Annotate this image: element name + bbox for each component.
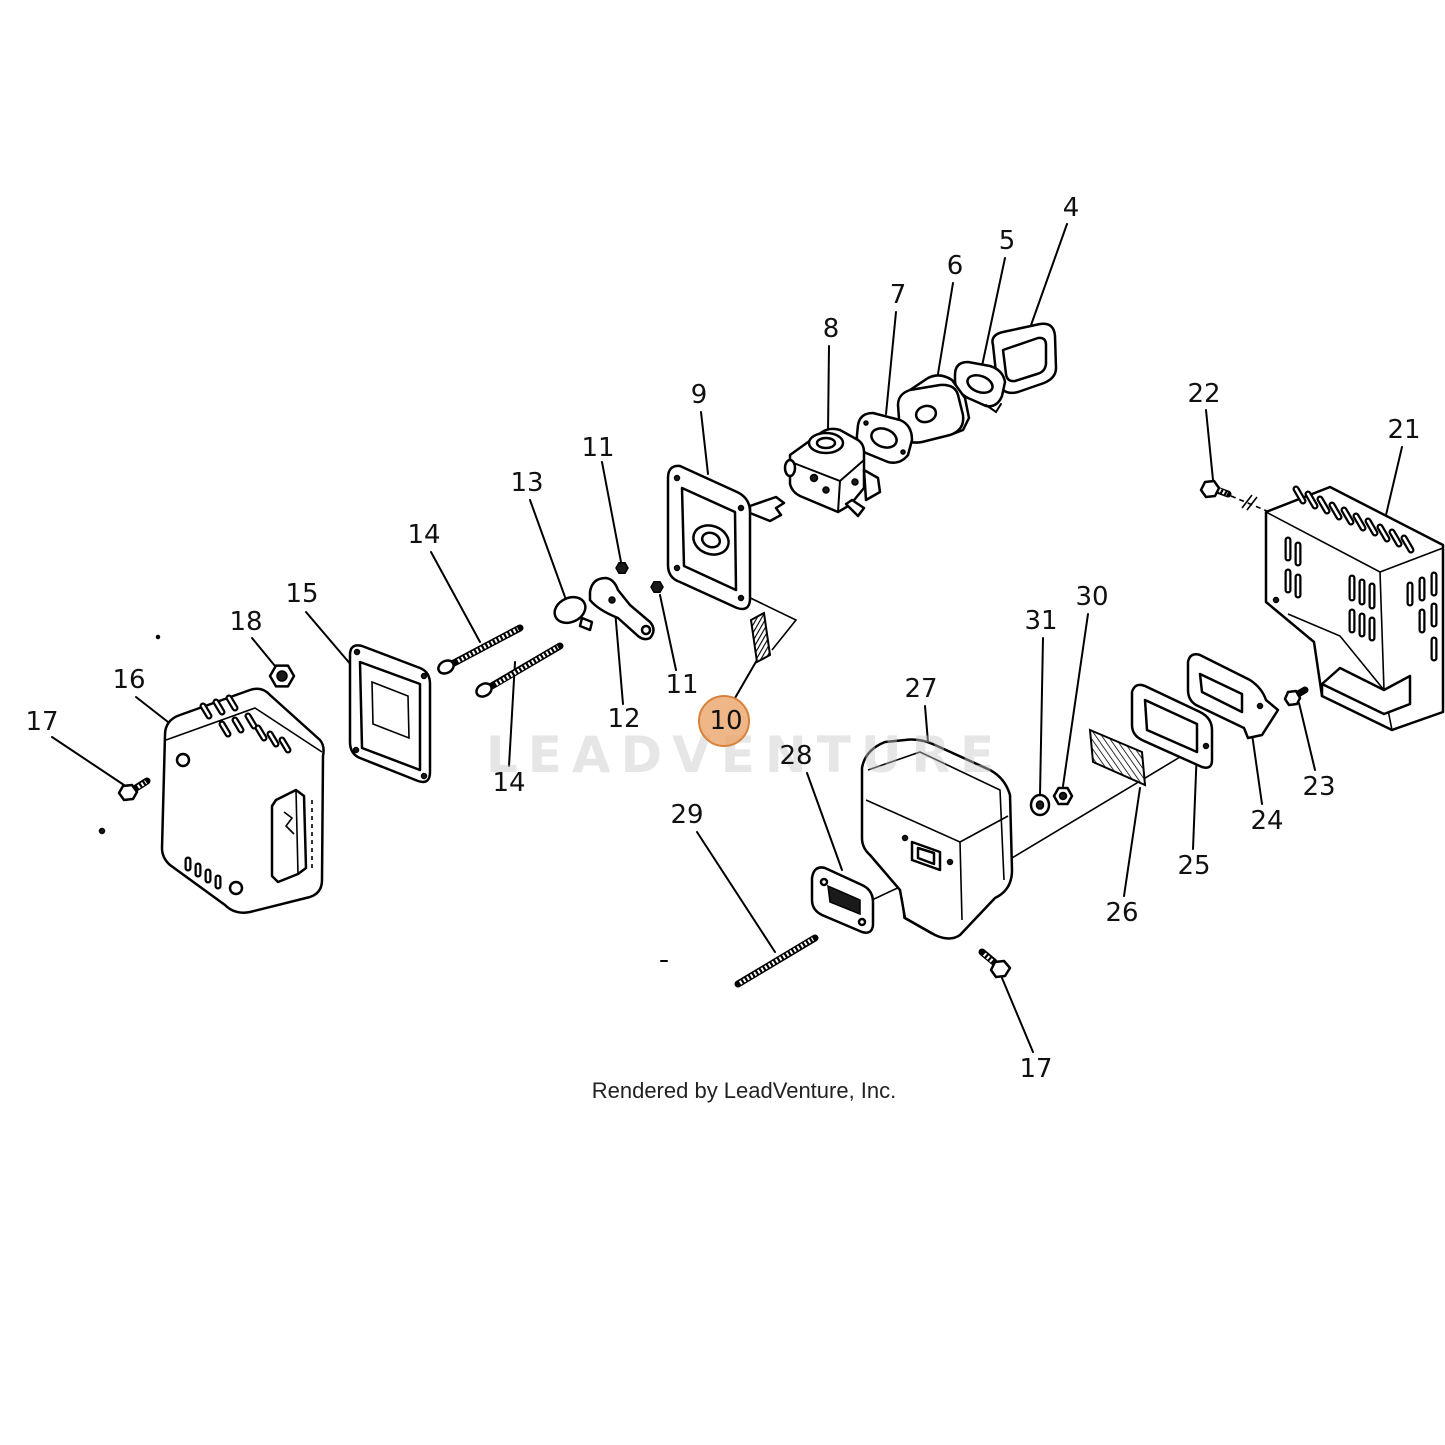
callout-24[interactable]: 24: [1250, 806, 1283, 836]
callout-22[interactable]: 22: [1187, 379, 1220, 409]
part-6-drawing: [896, 374, 971, 444]
part-14-top-drawing: [437, 624, 524, 675]
part-16-drawing: [160, 687, 325, 914]
part-21-drawing: [1264, 485, 1445, 732]
leader-line-27: [924, 705, 929, 743]
part-24-drawing: [1186, 653, 1280, 740]
part-25-drawing: [1130, 683, 1214, 769]
leader-line-29: [696, 831, 776, 953]
callout-31[interactable]: 31: [1024, 606, 1057, 636]
callout-4[interactable]: 4: [1063, 193, 1080, 223]
callout-14-top[interactable]: 14: [407, 520, 440, 550]
leader-line-8: [827, 345, 830, 433]
leader-line-17-left: [51, 736, 125, 786]
leader-line-17-bottom: [1001, 977, 1034, 1053]
callout-5[interactable]: 5: [999, 226, 1016, 256]
part-8-drawing: [783, 427, 882, 518]
part-14-lower-drawing: [475, 642, 564, 698]
leader-line-22: [1205, 409, 1214, 481]
leader-line-10: [734, 659, 758, 699]
part-4-drawing: [991, 322, 1058, 395]
part-21-side-vents: [1284, 536, 1438, 662]
leader-line-28: [806, 772, 843, 871]
stray-dot: [155, 634, 161, 640]
callout-25[interactable]: 25: [1177, 851, 1210, 881]
leader-line-7: [885, 311, 897, 415]
callout-10[interactable]: 10: [709, 706, 742, 736]
callout-21[interactable]: 21: [1387, 415, 1420, 445]
leader-line-31: [1039, 637, 1044, 796]
part-11-top-drawing: [615, 562, 629, 574]
leader-line-23: [1298, 702, 1316, 771]
part-15-drawing: [348, 644, 432, 784]
leader-line-9: [700, 411, 709, 475]
callout-28[interactable]: 28: [779, 741, 812, 771]
leader-line-14-lower: [508, 661, 516, 767]
leader-line-16: [135, 696, 169, 723]
callout-12[interactable]: 12: [607, 704, 640, 734]
callout-23[interactable]: 23: [1302, 772, 1335, 802]
part-31-drawing: [1029, 793, 1051, 817]
part-9-drawing: [666, 464, 786, 611]
leader-line-18: [251, 637, 276, 667]
leader-line-11-top: [601, 461, 622, 563]
part-22-drawing: [1199, 479, 1232, 499]
callout-27[interactable]: 27: [904, 674, 937, 704]
leader-line-14-top: [430, 551, 481, 643]
callout-17-left[interactable]: 17: [25, 707, 58, 737]
part-29-drawing: [734, 934, 819, 988]
stray-dot: [98, 827, 106, 835]
part-18-drawing: [268, 664, 296, 688]
render-credit: Rendered by LeadVenture, Inc.: [592, 1078, 897, 1103]
callout-11-lower[interactable]: 11: [665, 670, 698, 700]
part-16-top-vents: [199, 694, 292, 754]
callout-29[interactable]: 29: [670, 800, 703, 830]
part-17-left-drawing: [117, 777, 151, 802]
part-30-drawing: [1052, 786, 1074, 806]
callout-7[interactable]: 7: [890, 280, 907, 310]
part-11-lower-drawing: [650, 581, 664, 593]
part-13-drawing: [553, 595, 594, 632]
callout-11-top[interactable]: 11: [581, 433, 614, 463]
callout-17-bottom[interactable]: 17: [1019, 1054, 1052, 1084]
leader-line-5: [981, 257, 1006, 367]
callout-18[interactable]: 18: [229, 607, 262, 637]
callout-30[interactable]: 30: [1075, 582, 1108, 612]
part-12-drawing: [588, 576, 655, 641]
callout-9[interactable]: 9: [691, 380, 708, 410]
callouts: 4 5 6 7 8 9 11 13 14 15 18 16 17 11 12 1…: [25, 193, 1420, 1084]
part-27-drawing: [860, 738, 1014, 940]
callout-8[interactable]: 8: [823, 314, 840, 344]
leader-line-15: [305, 611, 353, 667]
leader-lines: [51, 223, 1403, 1053]
selected-callout-highlight: [699, 696, 749, 746]
leader-line-30: [1062, 613, 1089, 787]
leader-line-11-lower: [659, 594, 677, 671]
callout-14-lower[interactable]: 14: [492, 768, 525, 798]
selected-callout-highlight-ring: [698, 695, 750, 747]
callout-16[interactable]: 16: [112, 665, 145, 695]
leader-line-6: [935, 282, 954, 387]
callout-13[interactable]: 13: [510, 468, 543, 498]
part-26-drawing: [1088, 728, 1147, 787]
part-21-top-vents: [1292, 485, 1415, 554]
leader-line-13: [529, 499, 566, 598]
leader-line-4: [1029, 223, 1068, 329]
part-10-drawing: [749, 611, 772, 664]
part-16-bottom-vents: [184, 856, 222, 890]
part-23-drawing: [1283, 686, 1309, 707]
callout-26[interactable]: 26: [1105, 898, 1138, 928]
leader-line-12: [614, 609, 624, 705]
callout-6[interactable]: 6: [947, 251, 964, 281]
part-17-bottom-drawing: [978, 948, 1012, 979]
leader-line-26: [1123, 787, 1141, 897]
callout-15[interactable]: 15: [285, 579, 318, 609]
part-28-drawing: [810, 866, 875, 934]
leader-line-21: [1385, 446, 1403, 516]
